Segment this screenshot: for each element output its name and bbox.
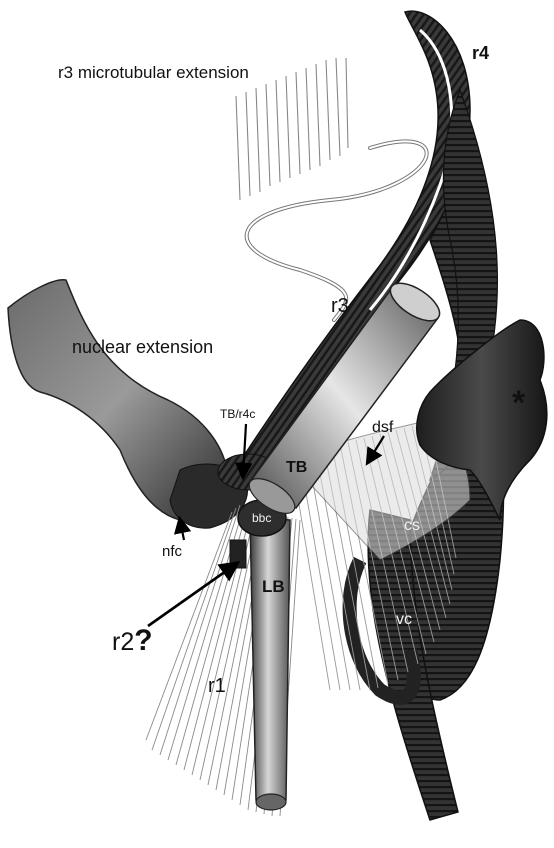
nfc-label: nfc (162, 544, 182, 559)
r2-question-mark: ? (134, 624, 152, 657)
r3-microtubular-strands (236, 58, 348, 200)
r1-label: r1 (208, 676, 226, 696)
asterisk-label: * (512, 386, 525, 420)
tb-r4c-label: TB/r4c (220, 408, 255, 420)
r4-label: r4 (472, 44, 489, 62)
cs-label: cs (404, 518, 420, 534)
r2-structure (230, 540, 246, 568)
r3-microtubular-extension-label: r3 microtubular extension (58, 64, 249, 81)
lb-cylinder-bottom (256, 794, 286, 810)
r2-arrow (148, 564, 236, 626)
lb-cylinder (250, 518, 290, 809)
bbc-label: bbc (252, 512, 271, 524)
lb-label: LB (262, 578, 285, 595)
r2-label: r2? (112, 626, 153, 656)
nuclear-extension-label: nuclear extension (72, 338, 213, 356)
dsf-label: dsf (372, 420, 393, 436)
tb-label: TB (286, 460, 307, 476)
r3-label: r3 (331, 296, 349, 316)
nfc-arrow (180, 520, 184, 540)
vc-label: vc (396, 612, 412, 628)
r2-text: r2 (112, 628, 134, 656)
